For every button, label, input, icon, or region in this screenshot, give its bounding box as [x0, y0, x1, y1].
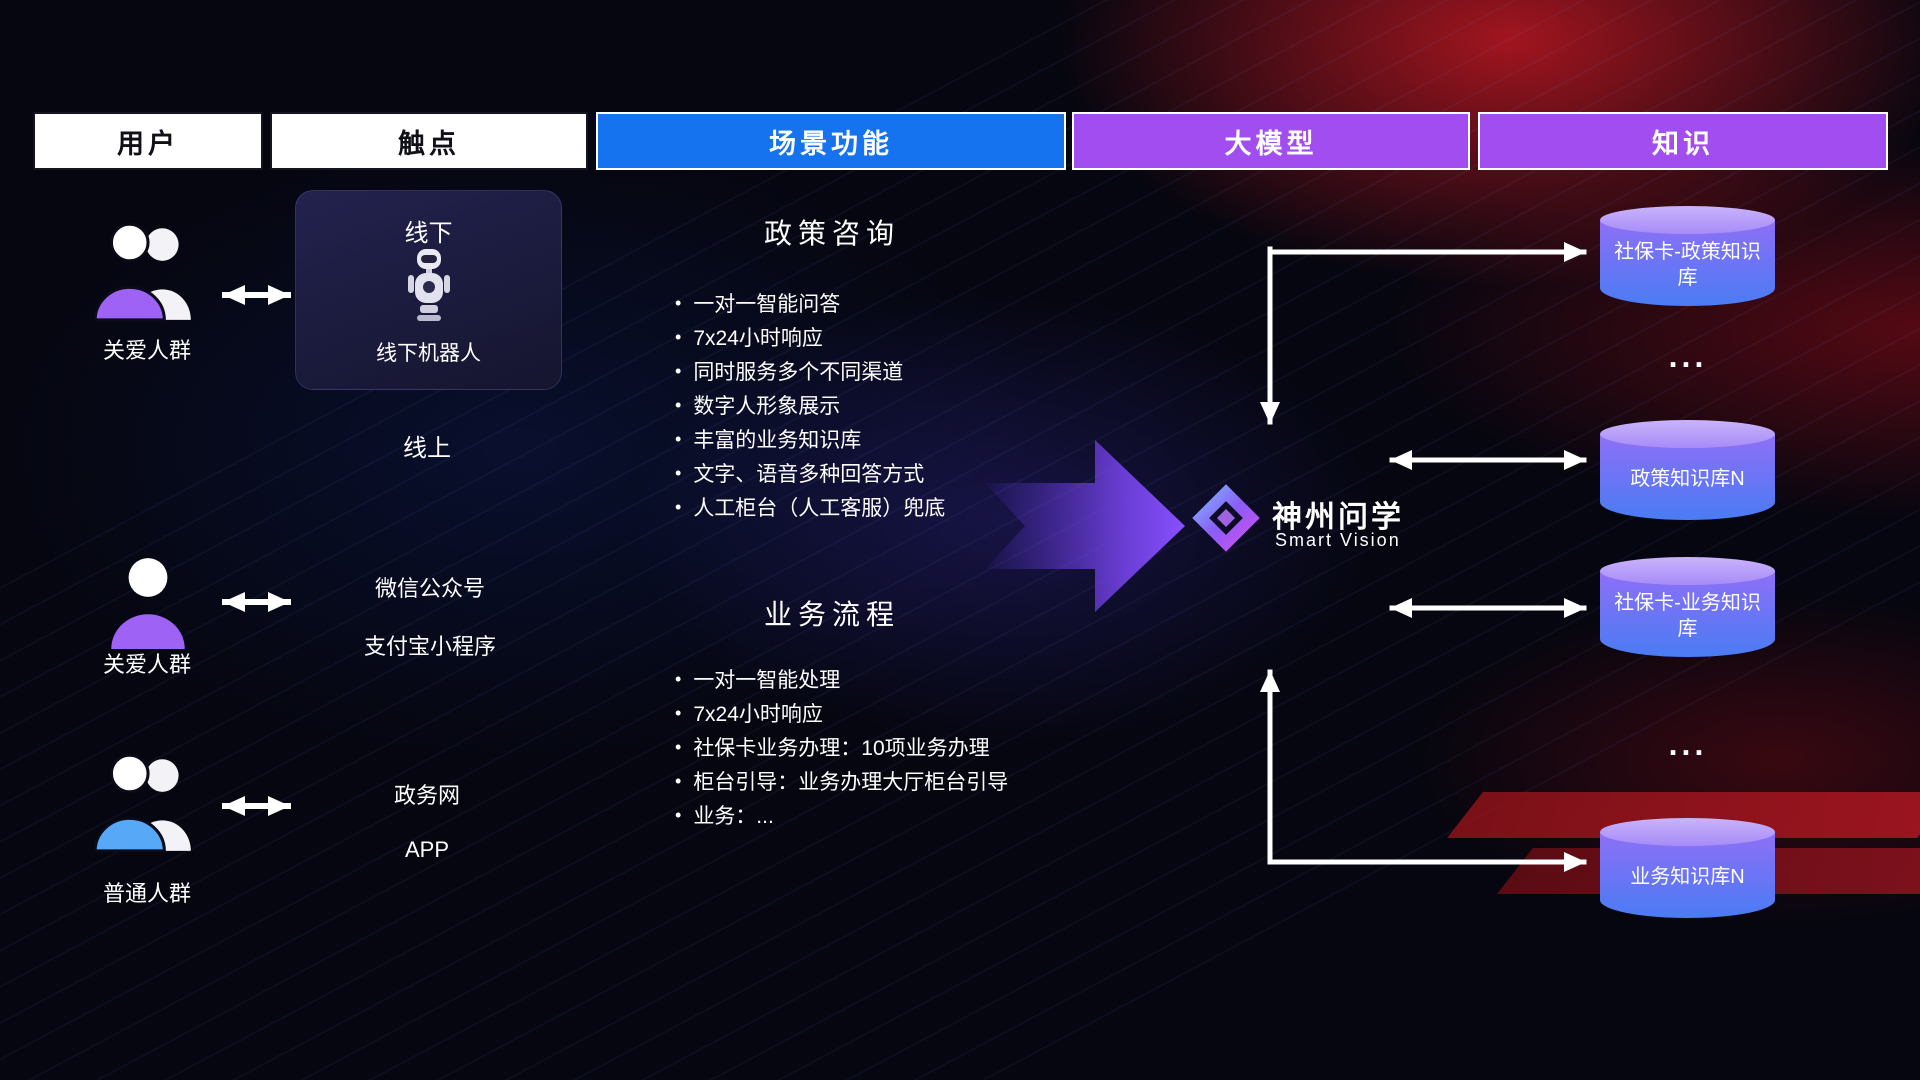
group-users-purple-icon — [93, 222, 191, 322]
db-label: 社保卡-政策知识库 — [1614, 241, 1761, 289]
brand-logo-icon — [1192, 484, 1260, 552]
offline-title: 线下 — [404, 220, 453, 247]
feature-item: 社保卡业务办理：10项业务办理 — [675, 732, 1115, 766]
ellipsis-2: ... — [1668, 726, 1708, 762]
feature-item: 人工柜台（人工客服）兜底 — [675, 492, 1115, 526]
feature-item: 丰富的业务知识库 — [675, 424, 1115, 458]
group-users-blue-icon — [93, 753, 191, 853]
cylinder-body — [1600, 434, 1775, 520]
feature-text: 人工柜台（人工客服）兜底 — [693, 497, 946, 520]
feature-item: 一对一智能问答 — [675, 288, 1115, 322]
feature-text: 业务：... — [693, 805, 774, 828]
cylinder-top — [1600, 420, 1775, 448]
policy-feature-list: 一对一智能问答 7x24小时响应 同时服务多个不同渠道 数字人形象展示 丰富的业… — [675, 288, 1115, 526]
header-col-user-label: 用户 — [117, 128, 179, 159]
user-group-label: 普通人群 — [102, 881, 192, 906]
header-col-scenario-label: 场景功能 — [769, 128, 893, 159]
feature-text: 丰富的业务知识库 — [693, 429, 862, 452]
header-col-touchpoint-label: 触点 — [398, 128, 460, 159]
channel-app: APP — [404, 837, 450, 862]
feature-text: 一对一智能问答 — [693, 293, 841, 316]
ellipsis-1: ... — [1668, 338, 1708, 374]
db-cylinder-policy-social: 社保卡-政策知识库 — [1600, 206, 1775, 306]
header-col-touchpoint: 触点 — [270, 112, 588, 170]
db-cylinder-business-social: 社保卡-业务知识库 — [1600, 557, 1775, 657]
channel-alipay: 支付宝小程序 — [363, 634, 497, 659]
cylinder-body — [1600, 832, 1775, 918]
user-group-label: 关爱人群 — [102, 338, 192, 363]
business-feature-list: 一对一智能处理 7x24小时响应 社保卡业务办理：10项业务办理 柜台引导：业务… — [675, 664, 1115, 834]
feature-text: 一对一智能处理 — [693, 669, 841, 692]
feature-text: 柜台引导：业务办理大厅柜台引导 — [693, 771, 1009, 794]
header-col-model: 大模型 — [1072, 112, 1470, 170]
feature-item: 一对一智能处理 — [675, 664, 1115, 698]
cylinder-top — [1600, 818, 1775, 846]
robot-icon — [407, 249, 450, 321]
cylinder-top — [1600, 557, 1775, 585]
channel-gov-web: 政务网 — [393, 783, 461, 808]
user-group-label: 关爱人群 — [102, 652, 192, 677]
feature-text: 数字人形象展示 — [693, 395, 841, 418]
feature-item: 7x24小时响应 — [675, 698, 1115, 732]
header-col-user: 用户 — [33, 112, 263, 170]
header-col-scenario: 场景功能 — [596, 112, 1066, 170]
feature-text: 文字、语音多种回答方式 — [693, 463, 925, 486]
feature-item: 业务：... — [675, 800, 1115, 834]
feature-item: 数字人形象展示 — [675, 390, 1115, 424]
single-user-purple-icon — [111, 558, 185, 649]
feature-item: 文字、语音多种回答方式 — [675, 458, 1115, 492]
brand-subtitle: Smart Vision — [1275, 530, 1401, 550]
cylinder-top — [1600, 206, 1775, 234]
offline-touchpoint-card: 线下 线下机器人 — [295, 190, 562, 390]
db-cylinder-business-n: 业务知识库N — [1600, 818, 1775, 918]
feature-item: 同时服务多个不同渠道 — [675, 356, 1115, 390]
db-label: 社保卡-业务知识库 — [1614, 592, 1761, 640]
feature-text: 社保卡业务办理：10项业务办理 — [693, 737, 990, 760]
db-label: 业务知识库N — [1630, 866, 1745, 888]
header-col-model-label: 大模型 — [1224, 128, 1318, 159]
offline-robot-label: 线下机器人 — [376, 342, 481, 365]
scenario-title-policy: 政策咨询 — [763, 218, 901, 249]
header-col-knowledge: 知识 — [1478, 112, 1888, 170]
feature-item: 7x24小时响应 — [675, 322, 1115, 356]
header-col-knowledge-label: 知识 — [1652, 128, 1714, 159]
cylinder-body — [1600, 571, 1775, 657]
db-cylinder-policy-n: 政策知识库N — [1600, 420, 1775, 520]
feature-text: 7x24小时响应 — [693, 327, 823, 350]
channel-wechat: 微信公众号 — [374, 576, 486, 601]
feature-item: 柜台引导：业务办理大厅柜台引导 — [675, 766, 1115, 800]
online-label: 线上 — [403, 435, 451, 462]
scenario-title-business: 业务流程 — [763, 599, 901, 630]
db-label: 政策知识库N — [1630, 468, 1745, 490]
brand-name: 神州问学 — [1272, 501, 1404, 534]
feature-text: 7x24小时响应 — [693, 703, 823, 726]
feature-text: 同时服务多个不同渠道 — [693, 361, 904, 384]
cylinder-body — [1600, 220, 1775, 306]
